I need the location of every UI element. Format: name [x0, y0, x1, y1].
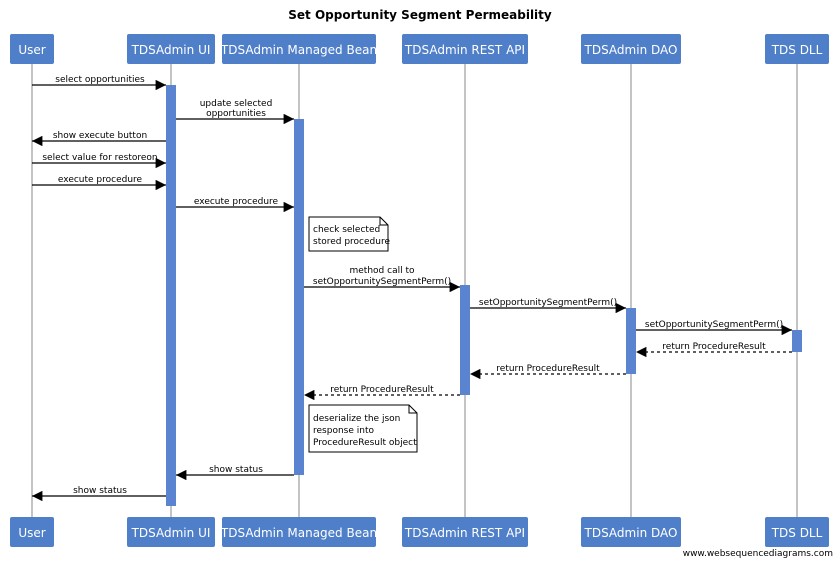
svg-text:execute procedure: execute procedure: [194, 197, 279, 207]
message-return-dll-to-dao: return ProcedureResult: [636, 342, 792, 358]
message-method-call: method call to setOpportunitySegmentPerm…: [304, 266, 460, 293]
svg-text:select value for restoreon: select value for restoreon: [42, 153, 157, 163]
svg-text:TDSAdmin Managed Bean: TDSAdmin Managed Bean: [220, 526, 377, 540]
message-set-perm-rest-to-dao: setOpportunitySegmentPerm(): [470, 298, 626, 314]
message-update-selected-opportunities: update selected opportunities: [176, 99, 294, 125]
message-select-opportunities: select opportunities: [32, 75, 166, 91]
svg-text:TDSAdmin UI: TDSAdmin UI: [131, 526, 211, 540]
svg-text:show execute button: show execute button: [53, 131, 147, 141]
message-select-value-restoreon: select value for restoreon: [32, 153, 166, 169]
svg-text:setOpportunitySegmentPerm(): setOpportunitySegmentPerm(): [645, 320, 783, 330]
svg-text:TDSAdmin DAO: TDSAdmin DAO: [584, 43, 678, 57]
activation-dao: [626, 308, 636, 374]
message-return-dao-to-rest: return ProcedureResult: [470, 364, 626, 380]
svg-text:ProcedureResult object: ProcedureResult object: [313, 438, 417, 448]
message-execute-procedure-1: execute procedure: [32, 175, 166, 191]
participant-bottom-dao: TDSAdmin DAO: [581, 517, 681, 547]
svg-text:execute procedure: execute procedure: [58, 175, 143, 185]
svg-text:TDSAdmin Managed Bean: TDSAdmin Managed Bean: [220, 43, 377, 57]
svg-text:TDS DLL: TDS DLL: [771, 43, 823, 57]
message-return-rest-to-bean: return ProcedureResult: [304, 385, 460, 401]
svg-text:method call to: method call to: [350, 266, 415, 276]
participants-top: User TDSAdmin UI TDSAdmin Managed Bean T…: [10, 34, 829, 64]
message-show-status-ui-to-user: show status: [32, 486, 166, 502]
svg-text:setOpportunitySegmentPerm(): setOpportunitySegmentPerm(): [479, 298, 617, 308]
participant-top-tds-dll: TDS DLL: [765, 34, 829, 64]
note-check-selected: check selected stored procedure: [308, 216, 390, 252]
svg-text:TDSAdmin REST API: TDSAdmin REST API: [404, 526, 525, 540]
svg-text:setOpportunitySegmentPerm(): setOpportunitySegmentPerm(): [313, 277, 451, 287]
participant-top-managed-bean: TDSAdmin Managed Bean: [220, 34, 377, 64]
message-show-status-bean-to-ui: show status: [176, 465, 294, 481]
svg-text:return ProcedureResult: return ProcedureResult: [496, 364, 600, 374]
svg-text:deserialize the json: deserialize the json: [313, 414, 400, 424]
svg-text:stored procedure: stored procedure: [313, 237, 390, 247]
participant-top-rest-api: TDSAdmin REST API: [402, 34, 528, 64]
svg-text:return ProcedureResult: return ProcedureResult: [330, 385, 434, 395]
svg-text:return ProcedureResult: return ProcedureResult: [662, 342, 766, 352]
svg-text:TDSAdmin UI: TDSAdmin UI: [131, 43, 211, 57]
diagram-title: Set Opportunity Segment Permeability: [288, 8, 552, 22]
participant-bottom-tds-dll: TDS DLL: [765, 517, 829, 547]
activation-managed-bean: [294, 119, 304, 475]
participant-top-user: User: [10, 34, 54, 64]
participant-bottom-rest-api: TDSAdmin REST API: [402, 517, 528, 547]
svg-text:update selected: update selected: [200, 99, 273, 109]
note-deserialize: deserialize the json response into Proce…: [308, 404, 418, 453]
svg-text:select opportunities: select opportunities: [55, 75, 145, 85]
message-show-execute-button: show execute button: [32, 131, 166, 147]
svg-text:TDSAdmin REST API: TDSAdmin REST API: [404, 43, 525, 57]
svg-text:show status: show status: [209, 465, 263, 475]
svg-text:show status: show status: [73, 486, 127, 496]
credit-link[interactable]: www.websequencediagrams.com: [683, 549, 833, 559]
message-set-perm-dao-to-dll: setOpportunitySegmentPerm(): [636, 320, 792, 336]
participant-top-dao: TDSAdmin DAO: [581, 34, 681, 64]
svg-text:response into: response into: [313, 426, 374, 436]
participants-bottom: User TDSAdmin UI TDSAdmin Managed Bean T…: [10, 517, 829, 547]
participant-top-tdsadmin-ui: TDSAdmin UI: [127, 34, 215, 64]
participant-bottom-user: User: [10, 517, 54, 547]
svg-text:TDSAdmin DAO: TDSAdmin DAO: [584, 526, 678, 540]
participant-bottom-managed-bean: TDSAdmin Managed Bean: [220, 517, 377, 547]
svg-text:TDS DLL: TDS DLL: [771, 526, 823, 540]
activation-rest-api: [460, 285, 470, 395]
svg-text:User: User: [18, 526, 45, 540]
message-execute-procedure-2: execute procedure: [176, 197, 294, 213]
participant-bottom-tdsadmin-ui: TDSAdmin UI: [127, 517, 215, 547]
activation-ui: [166, 85, 176, 506]
messages: select opportunities update selected opp…: [32, 75, 792, 502]
activation-tds-dll: [792, 330, 802, 352]
svg-text:check selected: check selected: [313, 225, 380, 235]
activation-bars: [166, 85, 802, 506]
svg-text:User: User: [18, 43, 45, 57]
svg-text:opportunities: opportunities: [206, 109, 266, 119]
